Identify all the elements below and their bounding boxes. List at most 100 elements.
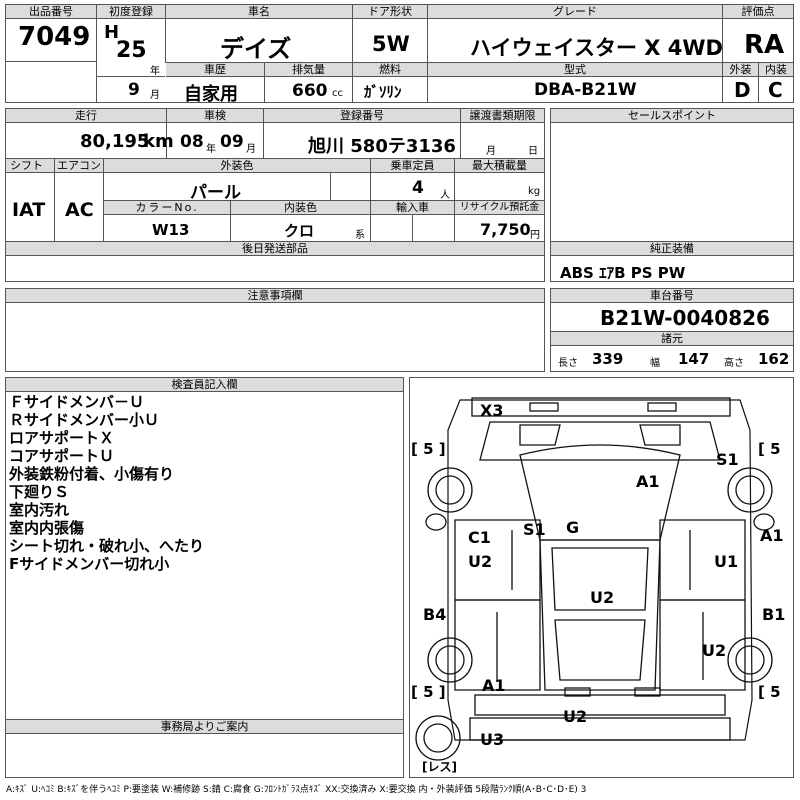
width-label: 幅 xyxy=(650,358,660,369)
mark-a1-right: A1 xyxy=(760,526,784,545)
tire-front-left: [ 5 ] xyxy=(411,440,446,458)
mileage: 80,195 xyxy=(80,131,150,152)
grade-label: グレード xyxy=(428,5,722,19)
mark-a1-rear-left: A1 xyxy=(482,676,506,695)
mark-u3: U3 xyxy=(480,730,505,749)
inspector-line: Ｒサイドメンバー小Ｕ xyxy=(9,411,160,429)
inspector-line: ロアサポートＸ xyxy=(9,429,115,447)
length-label: 長さ xyxy=(558,358,578,369)
mark-b4: B4 xyxy=(423,605,447,624)
inspector-line: Ｆサイドメンバ－Ｕ xyxy=(9,393,145,411)
inspector-line: 室内汚れ xyxy=(9,501,70,519)
inspection-label: 車検 xyxy=(167,109,263,123)
ext-grade: D xyxy=(734,78,751,102)
notes-box xyxy=(5,288,545,372)
ac-label: エアコン xyxy=(55,159,103,173)
first-reg-label: 初度登録 xyxy=(97,5,165,19)
transfer-label: 譲渡書類期限 xyxy=(461,109,544,123)
equipment-label: 純正装備 xyxy=(551,242,793,256)
capacity-unit: 人 xyxy=(440,190,450,201)
inspector-line: Fサイドメンバー切れ小 xyxy=(9,555,170,573)
model: DBA-B21W xyxy=(534,80,637,100)
tire-rear-left: [ 5 ] xyxy=(411,683,446,701)
inspector-line: シート切れ・破れ小、へたり xyxy=(9,537,205,555)
mark-u2-rear: U2 xyxy=(563,707,588,726)
legend: A:ｷｽﾞ U:ﾍｺﾐ B:ｷｽﾞを伴うﾍｺﾐ P:要塗装 W:補修跡 S:錆 … xyxy=(6,785,587,795)
chassis-box xyxy=(550,288,794,372)
transfer-day-unit: 日 xyxy=(528,146,538,157)
car-name: デイズ xyxy=(220,35,292,63)
chassis-label: 車台番号 xyxy=(551,289,793,303)
displacement-unit: cc xyxy=(332,88,343,99)
score-label: 評価点 xyxy=(723,5,793,19)
dims-label: 諸元 xyxy=(551,332,793,346)
reg-no-label: 登録番号 xyxy=(264,109,460,123)
inspection-year: 08 xyxy=(180,132,204,152)
equipment: ABS ｴｱB PS PW xyxy=(560,264,686,282)
recycle-unit: 円 xyxy=(530,230,540,241)
inspection-month-unit: 月 xyxy=(246,144,256,155)
recycle-fee: 7,750 xyxy=(480,220,531,239)
int-grade: C xyxy=(768,78,783,102)
inspection-year-unit: 年 xyxy=(206,144,216,155)
mark-g: G xyxy=(566,518,580,537)
inspector-label: 検査員記入欄 xyxy=(6,378,403,392)
lot-number: 7049 xyxy=(18,22,91,52)
shift: IAT xyxy=(12,199,46,221)
door-type: 5W xyxy=(372,32,410,56)
int-grade-label: 内装 xyxy=(759,63,793,77)
int-color: クロ xyxy=(284,222,315,240)
era: H xyxy=(104,22,120,43)
reg-year: 25 xyxy=(116,38,147,63)
inspector-line: 室内内張傷 xyxy=(9,519,85,537)
detail-section xyxy=(5,108,545,282)
sales-points-box xyxy=(550,108,794,282)
int-color-unit: 系 xyxy=(355,230,365,241)
sales-points-label: セールスポイント xyxy=(551,109,793,123)
transfer-month-unit: 月 xyxy=(486,146,496,157)
displacement-label: 排気量 xyxy=(265,63,352,77)
lot-no-label: 出品番号 xyxy=(6,5,96,19)
int-color-label: 内装色 xyxy=(231,201,370,215)
color-label: 外装色 xyxy=(104,159,370,173)
mark-s1-right: S1 xyxy=(716,450,739,469)
recycle-label: リサイクル預託金 xyxy=(455,201,544,215)
inspector-line: コアサポートＵ xyxy=(9,447,115,465)
model-label: 型式 xyxy=(428,63,722,77)
top-section xyxy=(5,4,794,103)
color-no: W13 xyxy=(152,221,190,239)
door-label: ドア形状 xyxy=(353,5,427,19)
color-no-label: カラーNo. xyxy=(104,201,230,215)
reg-month: 9 xyxy=(128,80,140,100)
mileage-unit: km xyxy=(143,131,174,152)
displacement: 660 xyxy=(292,81,328,101)
car-name-label: 車名 xyxy=(166,5,352,19)
mark-u2-rear-right: U2 xyxy=(702,641,727,660)
tire-rear-right: [ 5 xyxy=(758,683,781,701)
length: 339 xyxy=(592,350,624,368)
mark-x3: X3 xyxy=(480,401,504,420)
ac: AC xyxy=(65,199,94,221)
load-unit: kg xyxy=(528,186,541,197)
height: 162 xyxy=(758,350,790,368)
rear-parts-label: 後日発送部品 xyxy=(6,242,544,256)
color: パール xyxy=(190,183,241,203)
history-label: 車歴 xyxy=(166,63,264,77)
capacity: 4 xyxy=(412,178,424,198)
inspection-month: 09 xyxy=(220,132,244,152)
notes-label: 注意事項欄 xyxy=(6,289,544,303)
office-label: 事務局よりご案内 xyxy=(6,720,403,734)
score: RA xyxy=(744,30,785,60)
inspector-notes: Ｆサイドメンバ－Ｕ Ｒサイドメンバー小Ｕ ロアサポートＸ コアサポートＵ 外装鉄… xyxy=(9,393,204,573)
width: 147 xyxy=(678,350,710,368)
inspector-line: 下廻りＳ xyxy=(9,483,70,501)
mark-a1-hood: A1 xyxy=(636,472,660,491)
fuel: ｶﾞｿﾘﾝ xyxy=(364,83,402,101)
load-label: 最大積載量 xyxy=(455,159,544,173)
mark-u2-center: U2 xyxy=(590,588,615,607)
mark-s1-mid: S1 xyxy=(523,520,546,539)
capacity-label: 乗車定員 xyxy=(371,159,454,173)
inspector-line: 外装鉄粉付着、小傷有り xyxy=(9,465,175,483)
mark-u2-left: U2 xyxy=(468,552,493,571)
shift-label: シフト xyxy=(6,159,54,173)
